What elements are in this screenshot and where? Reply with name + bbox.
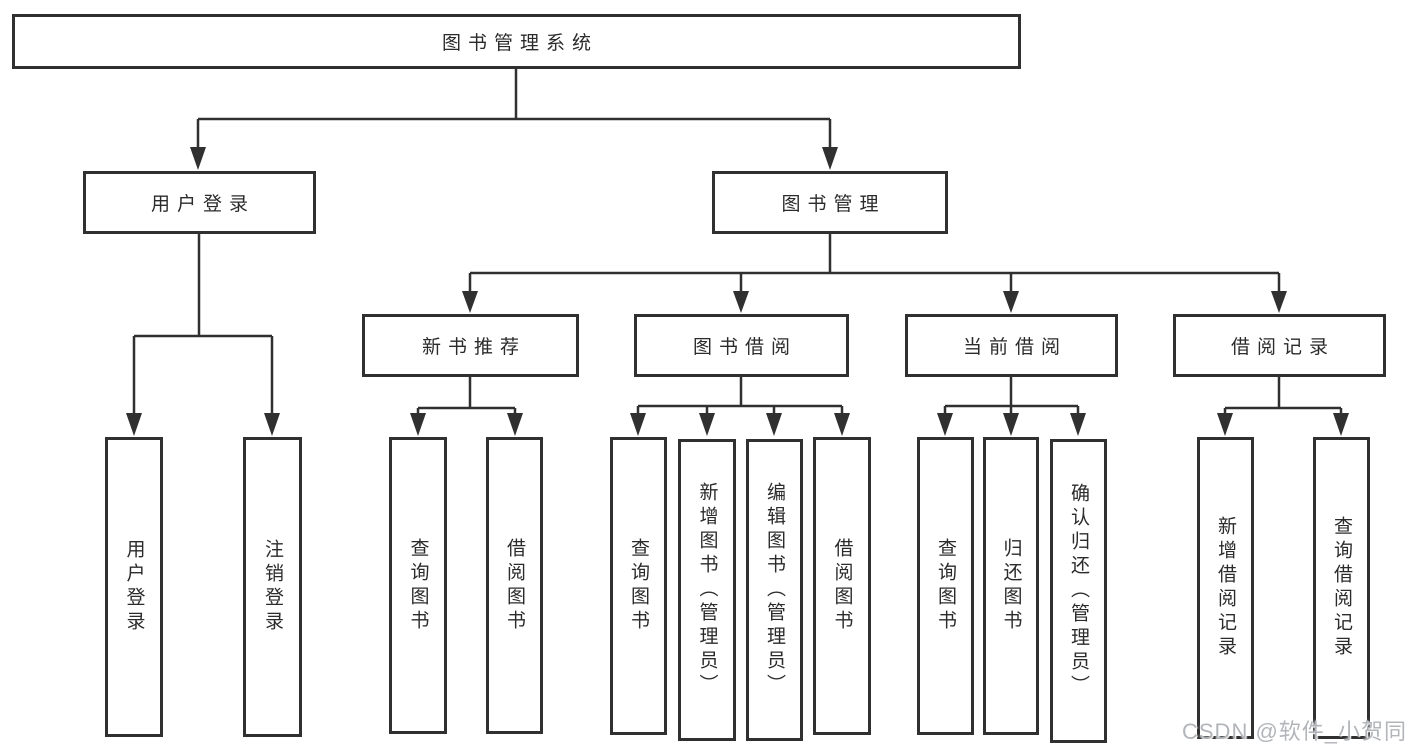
arrowheads — [126, 147, 1349, 436]
connector-book-management — [468, 233, 1281, 294]
leaf-query-books-borrow-label: 查询图书 — [628, 538, 649, 634]
leaf-query-borrow-record: 查询借阅记录 — [1313, 437, 1370, 739]
leaf-edit-books-admin-label: 编辑图书（管理员） — [764, 482, 785, 698]
connector-root — [196, 69, 832, 150]
connector-new-book-recommend — [416, 376, 517, 417]
leaf-return-books: 归还图书 — [983, 437, 1039, 735]
leaf-borrow-books: 借阅图书 — [813, 437, 871, 735]
leaf-borrow-books-recommend-label: 借阅图书 — [504, 537, 525, 634]
leaf-user-login: 用户登录 — [105, 437, 163, 737]
watermark-text: CSDN @软件_小贺同学 — [1182, 719, 1405, 744]
node-new-book-recommend: 新书推荐 — [362, 314, 579, 377]
node-current-borrow: 当前借阅 — [905, 314, 1118, 377]
node-borrow-records-label: 借阅记录 — [1230, 337, 1335, 358]
leaf-query-books-current-label: 查询图书 — [935, 538, 956, 634]
leaf-borrow-books-recommend: 借阅图书 — [486, 437, 543, 734]
leaf-user-login-label: 用户登录 — [123, 539, 145, 635]
node-borrow-records: 借阅记录 — [1173, 314, 1386, 377]
leaf-add-books-admin-label: 新增图书（管理员） — [696, 482, 718, 698]
leaf-query-books-borrow: 查询图书 — [610, 437, 667, 735]
leaf-logout-label: 注销登录 — [262, 539, 283, 635]
node-root-label: 图书管理系统 — [441, 33, 598, 54]
node-new-book-recommend-label: 新书推荐 — [421, 337, 526, 358]
node-book-management-label: 图书管理 — [781, 194, 886, 215]
leaf-logout: 注销登录 — [243, 437, 302, 737]
node-book-borrow: 图书借阅 — [634, 314, 849, 377]
leaf-add-books-admin: 新增图书（管理员） — [678, 439, 736, 741]
connector-borrow-records — [1223, 376, 1343, 417]
leaf-query-books-recommend: 查询图书 — [389, 437, 447, 734]
node-book-management: 图书管理 — [712, 171, 948, 234]
connector-current-borrow — [943, 376, 1080, 417]
leaf-return-books-label: 归还图书 — [1000, 538, 1022, 634]
leaf-confirm-return-admin-label: 确认归还（管理员） — [1068, 483, 1089, 699]
node-user-login: 用户登录 — [83, 171, 316, 234]
leaf-add-borrow-record: 新增借阅记录 — [1197, 437, 1254, 739]
leaf-query-books-current: 查询图书 — [917, 437, 974, 735]
node-user-login-label: 用户登录 — [150, 194, 255, 215]
connector-user-login — [132, 233, 274, 416]
leaf-edit-books-admin: 编辑图书（管理员） — [746, 439, 803, 741]
node-root: 图书管理系统 — [12, 14, 1021, 69]
leaf-query-borrow-record-label: 查询借阅记录 — [1331, 516, 1352, 660]
leaf-borrow-books-label: 借阅图书 — [831, 538, 853, 634]
leaf-add-borrow-record-label: 新增借阅记录 — [1215, 516, 1236, 660]
node-current-borrow-label: 当前借阅 — [962, 337, 1067, 358]
node-book-borrow-label: 图书借阅 — [692, 337, 797, 358]
connector-book-borrow — [636, 376, 844, 417]
leaf-confirm-return-admin: 确认归还（管理员） — [1050, 439, 1107, 743]
leaf-query-books-recommend-label: 查询图书 — [407, 537, 429, 634]
